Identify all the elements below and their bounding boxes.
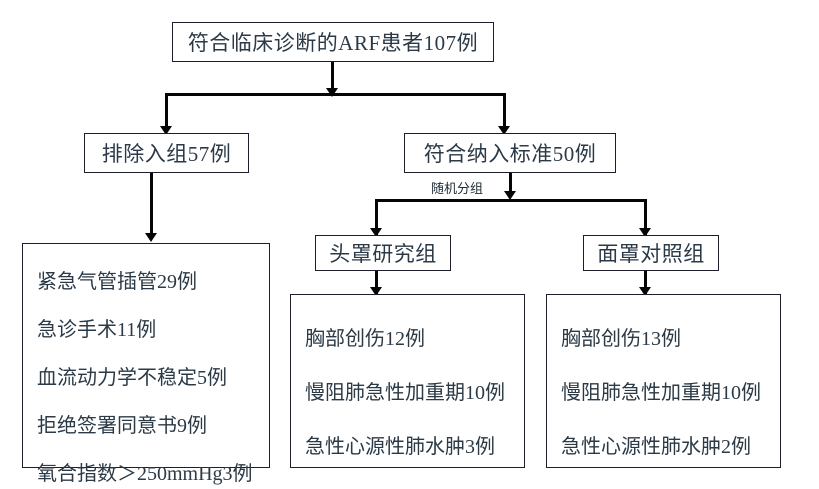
- node-mask-group[interactable]: 面罩对照组: [583, 235, 719, 271]
- list-item: 血流动力学不稳定5例: [37, 367, 227, 389]
- connector-to-helmet-group: [375, 199, 378, 235]
- node-clinical-diagnosis[interactable]: 符合临床诊断的ARF患者107例: [172, 22, 494, 62]
- node-mask-group-label: 面罩对照组: [597, 242, 705, 266]
- arrowhead-mask-to-details: [639, 287, 651, 296]
- arrowhead-to-helmet-group: [370, 228, 382, 237]
- list-item: 急诊手术11例: [37, 319, 157, 341]
- list-item: 胸部创伤13例: [561, 328, 681, 350]
- node-excluded-label: 排除入组57例: [101, 142, 232, 166]
- node-clinical-diagnosis-label: 符合临床诊断的ARF患者107例: [187, 31, 479, 55]
- node-helmet-group[interactable]: 头罩研究组: [315, 235, 451, 271]
- panel-exclusion-reasons[interactable]: 紧急气管插管29例 急诊手术11例 血流动力学不稳定5例 拒绝签署同意书9例 氧…: [22, 243, 270, 484]
- connector-mask-to-details: [644, 271, 647, 294]
- arrowhead-to-excluded: [160, 126, 172, 135]
- arrowhead-excluded-to-reasons: [145, 233, 157, 242]
- list-item: 胸部创伤12例: [305, 328, 425, 350]
- list-item: 慢阻肺急性加重期10例: [561, 382, 761, 404]
- connector-excluded-to-reasons: [150, 173, 153, 239]
- list-item: 拒绝签署同意书9例: [37, 415, 207, 437]
- list-item: 氧合指数＞250mmHg3例: [37, 463, 253, 485]
- panel-mask-group-details[interactable]: 胸部创伤13例 慢阻肺急性加重期10例 急性心源性肺水肿2例: [546, 294, 781, 468]
- connector-root-split-bar: [165, 93, 506, 96]
- list-item: 紧急气管插管29例: [37, 271, 197, 293]
- connector-to-mask-group: [644, 199, 647, 235]
- list-item: 急性心源性肺水肿2例: [561, 436, 751, 458]
- connector-to-included: [503, 93, 506, 131]
- arrowhead-helmet-to-details: [370, 287, 382, 296]
- arrowhead-included-stem: [504, 191, 516, 200]
- node-helmet-group-label: 头罩研究组: [329, 242, 437, 266]
- node-included-label: 符合纳入标准50例: [423, 142, 597, 166]
- node-excluded[interactable]: 排除入组57例: [84, 133, 249, 173]
- node-included[interactable]: 符合纳入标准50例: [404, 133, 616, 173]
- connector-root-stem: [331, 62, 334, 91]
- connector-to-excluded: [165, 93, 168, 131]
- connector-randomization-bar: [375, 199, 647, 202]
- arrowhead-to-mask-group: [639, 228, 651, 237]
- panel-helmet-group-details[interactable]: 胸部创伤12例 慢阻肺急性加重期10例 急性心源性肺水肿3例: [290, 294, 525, 468]
- connector-included-stem: [509, 173, 512, 197]
- connector-helmet-to-details: [375, 271, 378, 294]
- arrowhead-root-stem: [326, 88, 338, 97]
- arrowhead-to-included: [498, 126, 510, 135]
- edge-label-randomization: 随机分组: [431, 181, 484, 196]
- list-item: 慢阻肺急性加重期10例: [305, 382, 505, 404]
- list-item: 急性心源性肺水肿3例: [305, 436, 495, 458]
